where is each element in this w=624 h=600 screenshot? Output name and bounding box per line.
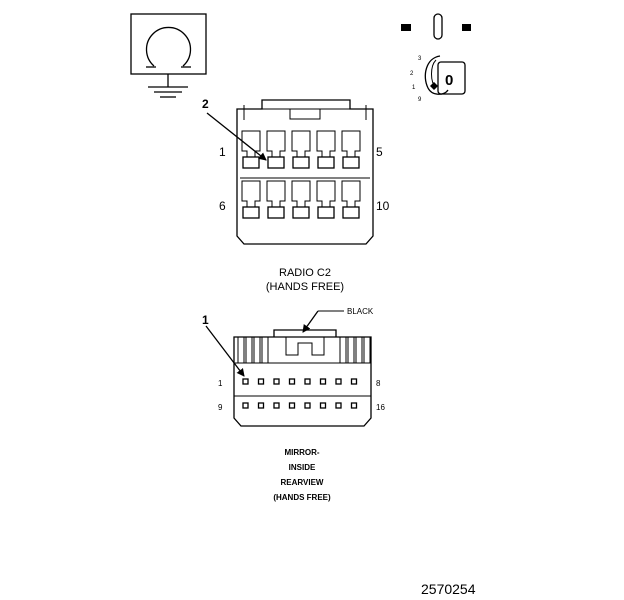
- radio-cavity-slot: [291, 130, 311, 158]
- radio-cavity-slot: [316, 130, 336, 158]
- mirror-cavity: [257, 378, 265, 385]
- mirror-cavity: [304, 378, 311, 385]
- mirror-cavity: [288, 402, 296, 409]
- mirror-rib: [261, 336, 269, 364]
- mirror-callout-arrow: [205, 325, 245, 377]
- radio-connector-cavities: [241, 130, 361, 219]
- mirror-cavity: [273, 378, 280, 385]
- radio-pin-6-label: 6: [219, 199, 226, 213]
- figure-number: 2570254: [421, 581, 476, 597]
- ignition-key-icon: [401, 13, 471, 95]
- mirror-pin-8-label: 8: [376, 379, 381, 388]
- mirror-caption-line-2: INSIDE: [289, 463, 316, 472]
- mirror-caption-line-4: (HANDS FREE): [273, 493, 331, 502]
- radio-cavity-terminal: [242, 206, 260, 219]
- mirror-connector-ribs: [237, 336, 371, 364]
- radio-cavity-terminal: [317, 156, 335, 169]
- radio-cavity-slot: [241, 180, 261, 208]
- radio-cavity-terminal: [342, 156, 360, 169]
- mirror-connector-body: [233, 329, 372, 427]
- radio-cavity-slot: [316, 180, 336, 208]
- radio-cavity-terminal: [342, 206, 360, 219]
- mirror-caption-line-3: REARVIEW: [281, 478, 324, 487]
- mirror-color-label: BLACK: [347, 307, 374, 316]
- mirror-rib: [339, 336, 347, 364]
- radio-cavity-slot: [266, 130, 286, 158]
- radio-cavity-slot: [266, 180, 286, 208]
- ignition-position-3: 3: [418, 56, 422, 62]
- mirror-rib: [363, 336, 371, 364]
- mirror-cavity: [304, 402, 311, 409]
- mirror-cavity: [319, 402, 327, 409]
- radio-cavity-terminal: [292, 156, 310, 169]
- radio-caption-line-1: RADIO C2: [279, 267, 331, 279]
- mirror-cavity: [242, 378, 249, 385]
- mirror-cavity: [350, 402, 358, 409]
- mirror-cavity: [335, 378, 342, 385]
- mirror-cavity: [288, 378, 296, 385]
- radio-cavity-terminal: [242, 156, 260, 169]
- radio-caption-line-2: (HANDS FREE): [266, 281, 344, 293]
- mirror-cavity: [273, 402, 280, 409]
- radio-callout-number: 2: [202, 97, 209, 111]
- mirror-rib: [245, 336, 253, 364]
- ground-symbol-icon: [130, 13, 207, 98]
- mirror-pin-16-label: 16: [376, 403, 385, 412]
- mirror-rib: [355, 336, 363, 364]
- mirror-connector-cavities: [242, 378, 358, 409]
- mirror-cavity: [257, 402, 265, 409]
- mirror-cavity: [335, 402, 342, 409]
- radio-pin-5-label: 5: [376, 145, 383, 159]
- mirror-cavity: [242, 402, 249, 409]
- radio-pin-10-label: 10: [376, 199, 390, 213]
- mirror-callout-number: 1: [202, 313, 209, 327]
- mirror-cavity: [350, 378, 358, 385]
- ignition-position-1: 1: [412, 85, 416, 91]
- mirror-rib: [347, 336, 355, 364]
- radio-callout-arrow: [206, 112, 267, 161]
- mirror-pin-9-label: 9: [218, 403, 223, 412]
- radio-pin-1-label: 1: [219, 145, 226, 159]
- radio-cavity-terminal: [317, 206, 335, 219]
- radio-cavity-terminal: [292, 206, 310, 219]
- radio-cavity-slot: [291, 180, 311, 208]
- ignition-key-label: 0: [445, 72, 453, 89]
- radio-cavity-slot: [341, 180, 361, 208]
- mirror-rib: [253, 336, 261, 364]
- mirror-caption-line-1: MIRROR-: [284, 448, 319, 457]
- mirror-cavity: [319, 378, 327, 385]
- radio-cavity-terminal: [267, 206, 285, 219]
- mirror-pin-1-label: 1: [218, 379, 223, 388]
- ignition-position-2: 2: [410, 71, 414, 77]
- radio-connector-body: [236, 99, 374, 245]
- ignition-position-9: 9: [418, 97, 422, 103]
- mirror-color-arrow: [302, 310, 319, 333]
- radio-cavity-terminal: [267, 156, 285, 169]
- mirror-rib: [237, 336, 245, 364]
- radio-cavity-slot: [341, 130, 361, 158]
